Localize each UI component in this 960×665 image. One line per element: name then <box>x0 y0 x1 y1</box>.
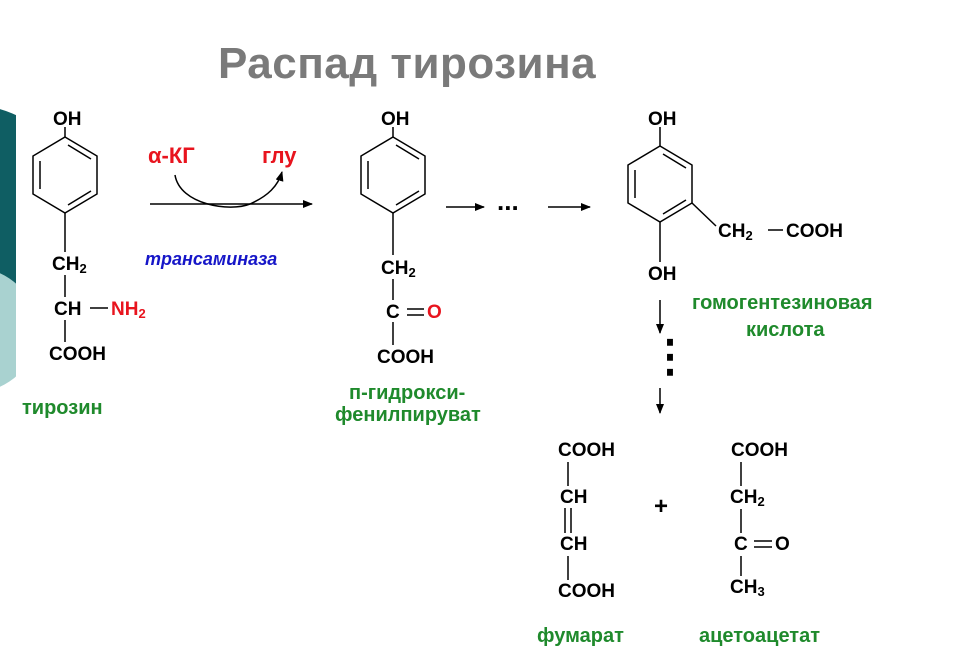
hppa-oh: OH <box>381 109 410 130</box>
glu-label: глу <box>262 143 297 168</box>
enzyme-label: трансаминаза <box>145 249 278 269</box>
cosubstrate-out-curve <box>249 171 284 205</box>
hppa-o: O <box>427 302 442 323</box>
hppa-name-line2: фенилпируват <box>335 404 481 426</box>
hppa-ring <box>360 136 426 214</box>
homogentisate-name-line2: кислота <box>746 319 825 341</box>
tyrosine-name: тирозин <box>22 397 103 419</box>
fumarate-ch1: CH <box>560 487 588 508</box>
hppa-c: C <box>386 302 400 323</box>
fumarate-name: фумарат <box>537 625 624 647</box>
vertical-ellipsis: ⋮ <box>648 332 692 381</box>
hppa-cooh: COOH <box>377 347 434 368</box>
tyrosine-cooh: COOH <box>49 344 106 365</box>
pathway-ellipsis: ... <box>497 186 519 216</box>
homogentisate-ring <box>627 145 693 223</box>
fumarate-cooh-bottom: COOH <box>558 581 615 602</box>
hppa-name-line1: п-гидрокси- <box>349 382 466 404</box>
cosubstrate-in-curve <box>174 174 251 208</box>
slide-title: Распад тирозина <box>218 39 597 88</box>
hppa-ch2: CH2 <box>381 258 416 280</box>
homogentisate-name-line1: гомогентезиновая <box>692 292 873 314</box>
fumarate-cooh-top: COOH <box>558 440 615 461</box>
tyrosine-nh2: NH2 <box>111 299 146 321</box>
fumarate-ch2: CH <box>560 534 588 555</box>
acetoacetate-ch2: CH2 <box>730 487 765 509</box>
homogentisate-oh-bottom: OH <box>648 264 677 285</box>
plus-sign: + <box>654 493 669 520</box>
acetoacetate-ch3: CH3 <box>730 577 765 599</box>
left-panel <box>16 102 136 422</box>
tyrosine-ch: CH <box>54 299 82 320</box>
homogentisate-oh-top: OH <box>648 109 677 130</box>
alpha-kg-label: α-КГ <box>148 143 195 168</box>
tyrosine-ring <box>32 136 98 214</box>
tyrosine-ch2: CH2 <box>52 254 87 276</box>
acetoacetate-o: O <box>775 534 790 555</box>
acetoacetate-name: ацетоацетат <box>699 625 821 647</box>
homogentisate-ch2: CH2 <box>718 221 753 243</box>
homogentisate-cooh: COOH <box>786 221 843 242</box>
acetoacetate-c: C <box>734 534 748 555</box>
acetoacetate-cooh: COOH <box>731 440 788 461</box>
tyrosine-oh: OH <box>53 109 82 130</box>
